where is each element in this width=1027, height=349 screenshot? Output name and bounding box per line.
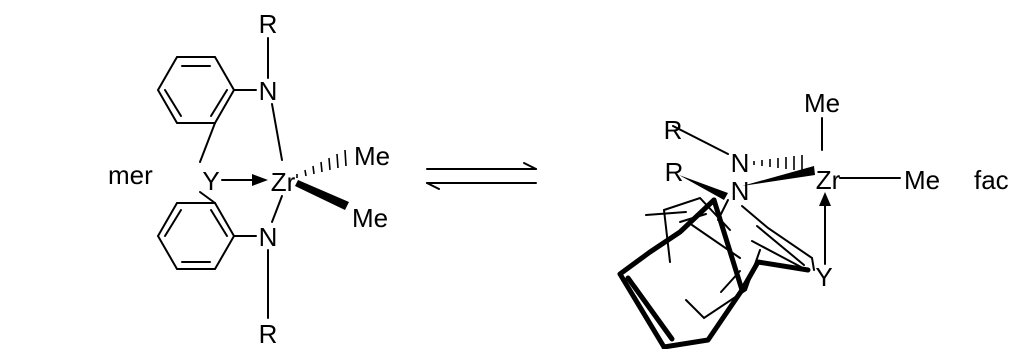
- mer-top-benzene-ring: [156, 56, 236, 124]
- mer-bonds: [199, 37, 349, 319]
- mer-n-top: N: [259, 76, 278, 106]
- fac-me-top: Me: [804, 88, 840, 118]
- equilibrium-arrows: [426, 162, 537, 190]
- mer-y: Y: [202, 166, 219, 196]
- fac-bonds: [672, 117, 901, 265]
- fac-n-lower: N: [731, 176, 750, 206]
- mer-label: mer: [108, 160, 153, 190]
- mer-n-bottom: N: [259, 222, 278, 252]
- fac-label: fac: [974, 165, 1009, 195]
- mer-r-top: R: [259, 9, 278, 39]
- fac-front-ring: [617, 197, 811, 349]
- mer-r-bottom: R: [259, 319, 278, 349]
- fac-n-upper: N: [731, 148, 750, 178]
- fac-me-right: Me: [904, 165, 940, 195]
- fac-hashed-bond: [753, 155, 803, 171]
- mer-bottom-benzene-ring: [156, 202, 236, 270]
- mer-me-lower: Me: [352, 203, 388, 233]
- fac-r-lower: R: [665, 157, 684, 187]
- mer-zr: Zr: [271, 167, 296, 197]
- fac-y: Y: [815, 262, 832, 292]
- mer-hashed-bond: [296, 149, 347, 178]
- fac-r-upper: R: [664, 115, 683, 145]
- mer-me-upper: Me: [354, 141, 390, 171]
- fac-zr: Zr: [816, 165, 841, 195]
